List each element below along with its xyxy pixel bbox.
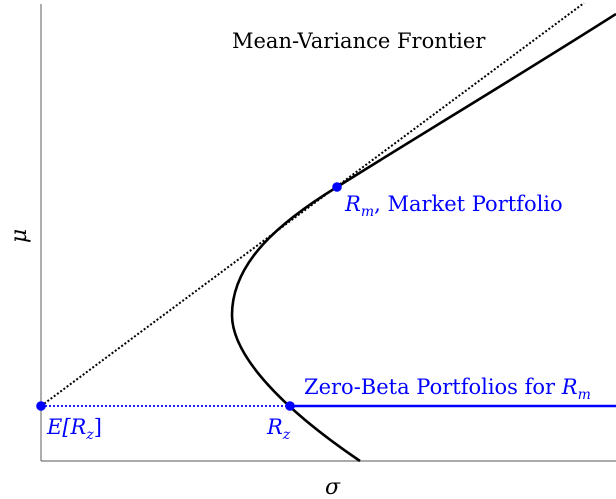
expected-symbol: R: [70, 415, 87, 439]
expected-zero-beta-point: [36, 401, 46, 411]
zero-beta-point: [285, 401, 295, 411]
market-subscript: m: [361, 204, 374, 220]
frontier-curve: [230, 12, 616, 463]
zero-beta-line-subscript: m: [578, 387, 591, 403]
expected-subscript: z: [85, 427, 94, 443]
zero-beta-portfolios-label: Zero-Beta Portfolios for Rm: [304, 375, 591, 403]
zero-beta-line-text: Zero-Beta Portfolios for: [304, 375, 562, 399]
zero-beta-line-symbol: R: [561, 375, 578, 399]
market-description: , Market Portfolio: [374, 192, 563, 216]
expected-prefix: E[: [46, 415, 71, 439]
zero-beta-symbol: R: [266, 415, 283, 439]
zero-beta-subscript: z: [282, 427, 291, 443]
market-portfolio-label: Rm, Market Portfolio: [344, 192, 563, 220]
expected-zero-beta-label: E[Rz]: [46, 415, 102, 443]
y-axis-label: μ: [7, 229, 32, 243]
diagram-title: Mean-Variance Frontier: [232, 29, 486, 53]
zero-beta-label: Rz: [266, 415, 291, 443]
tangent-line: [40, 2, 585, 407]
expected-suffix: ]: [94, 415, 102, 439]
market-portfolio-point: [332, 182, 342, 192]
x-axis-label: σ: [325, 475, 341, 499]
market-symbol: R: [344, 192, 361, 216]
